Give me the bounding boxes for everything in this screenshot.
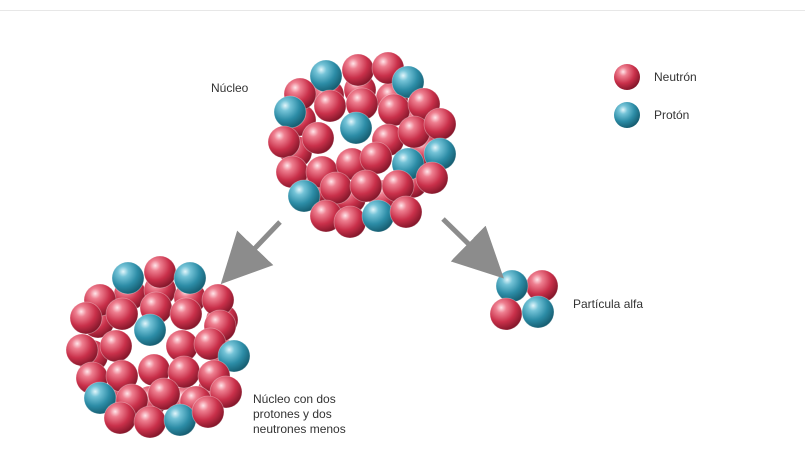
neutron-ball	[104, 402, 136, 434]
neutron-ball	[350, 170, 382, 202]
nucleus-label: Núcleo	[211, 81, 248, 96]
neutron-ball	[66, 334, 98, 366]
proton-ball	[340, 112, 372, 144]
proton-ball	[522, 296, 554, 328]
decay-arrow-left	[238, 222, 280, 266]
alpha-particle	[490, 270, 558, 330]
neutron-ball	[106, 298, 138, 330]
neutron-ball	[100, 330, 132, 362]
neutron-ball	[134, 406, 166, 438]
proton-ball	[164, 404, 196, 436]
proton-ball	[174, 262, 206, 294]
legend	[614, 64, 640, 128]
neutron-ball	[360, 142, 392, 174]
neutron-ball	[314, 90, 346, 122]
neutron-ball	[268, 126, 300, 158]
legend-neutron-label: Neutrón	[654, 70, 697, 85]
neutron-ball	[192, 396, 224, 428]
neutron-ball	[170, 298, 202, 330]
legend-proton-icon	[614, 102, 640, 128]
neutron-ball	[490, 298, 522, 330]
daughter-nucleus	[66, 256, 250, 438]
proton-ball	[274, 96, 306, 128]
legend-proton-label: Protón	[654, 108, 689, 123]
decay-arrow-right	[443, 219, 486, 261]
neutron-ball	[424, 108, 456, 140]
parent-nucleus	[268, 52, 456, 238]
neutron-ball	[390, 196, 422, 228]
daughter-nucleus-label: Núcleo con dos protones y dos neutrones …	[253, 392, 346, 437]
proton-ball	[134, 314, 166, 346]
neutron-ball	[416, 162, 448, 194]
proton-ball	[496, 270, 528, 302]
alpha-particle-label: Partícula alfa	[573, 297, 643, 312]
neutron-ball	[334, 206, 366, 238]
legend-neutron-icon	[614, 64, 640, 90]
neutron-ball	[70, 302, 102, 334]
proton-ball	[362, 200, 394, 232]
neutron-ball	[320, 172, 352, 204]
neutron-ball	[302, 122, 334, 154]
proton-ball	[112, 262, 144, 294]
neutron-ball	[144, 256, 176, 288]
neutron-ball	[342, 54, 374, 86]
